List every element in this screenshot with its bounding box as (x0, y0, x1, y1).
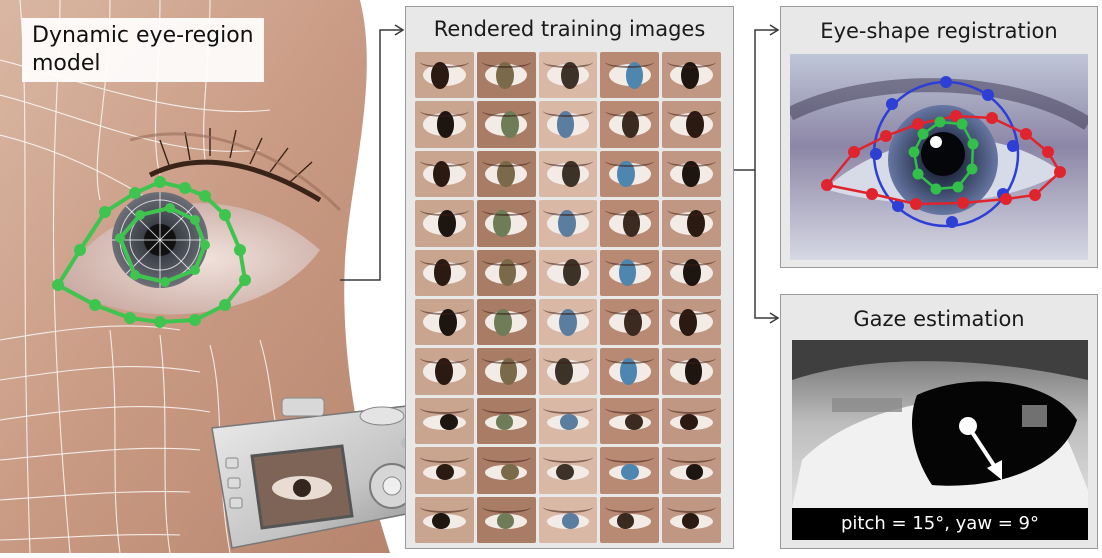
training-eye-image (477, 348, 536, 394)
gaze-title: Gaze estimation (781, 307, 1097, 331)
training-eye-image (600, 447, 659, 493)
training-image-grid (415, 52, 721, 543)
training-eye-image (477, 52, 536, 98)
training-eye-image (477, 497, 536, 543)
registration-title: Eye-shape registration (781, 19, 1097, 43)
training-eye-image (477, 250, 536, 296)
training-eye-image (662, 52, 721, 98)
training-eye-image (415, 200, 474, 246)
training-eye-image (477, 299, 536, 345)
training-eye-image (539, 151, 598, 197)
training-eye-image (539, 52, 598, 98)
training-eye-image (415, 447, 474, 493)
gaze-readout: pitch = 15°, yaw = 9° (792, 513, 1088, 534)
training-eye-image (600, 299, 659, 345)
training-eye-image (600, 52, 659, 98)
training-eye-image (539, 398, 598, 444)
training-eye-image (600, 250, 659, 296)
training-eye-image (539, 200, 598, 246)
gaze-image (792, 340, 1088, 508)
training-eye-image (415, 52, 474, 98)
registration-image (790, 54, 1088, 260)
training-eye-image (600, 101, 659, 147)
training-eye-image (477, 151, 536, 197)
training-eye-image (415, 497, 474, 543)
training-eye-image (477, 447, 536, 493)
training-eye-image (600, 348, 659, 394)
training-eye-image (539, 101, 598, 147)
training-eye-image (600, 497, 659, 543)
training-eye-image (662, 200, 721, 246)
training-eye-image (415, 348, 474, 394)
training-eye-image (539, 447, 598, 493)
training-eye-image (600, 398, 659, 444)
training-eye-image (415, 101, 474, 147)
training-eye-image (662, 151, 721, 197)
training-eye-image (539, 497, 598, 543)
training-eye-image (539, 348, 598, 394)
training-eye-image (662, 497, 721, 543)
gaze-readout-bar: pitch = 15°, yaw = 9° (792, 508, 1088, 540)
training-eye-image (415, 398, 474, 444)
training-eye-image (600, 200, 659, 246)
training-eye-image (662, 101, 721, 147)
rendered-images-title: Rendered training images (406, 17, 733, 41)
training-eye-image (600, 151, 659, 197)
training-eye-image (662, 348, 721, 394)
training-eye-image (477, 398, 536, 444)
training-eye-image (415, 299, 474, 345)
training-eye-image (415, 250, 474, 296)
training-eye-image (539, 299, 598, 345)
training-eye-image (477, 101, 536, 147)
training-eye-image (662, 299, 721, 345)
training-eye-image (662, 250, 721, 296)
training-eye-image (662, 447, 721, 493)
training-eye-image (539, 250, 598, 296)
training-eye-image (415, 151, 474, 197)
training-eye-image (477, 200, 536, 246)
training-eye-image (662, 398, 721, 444)
